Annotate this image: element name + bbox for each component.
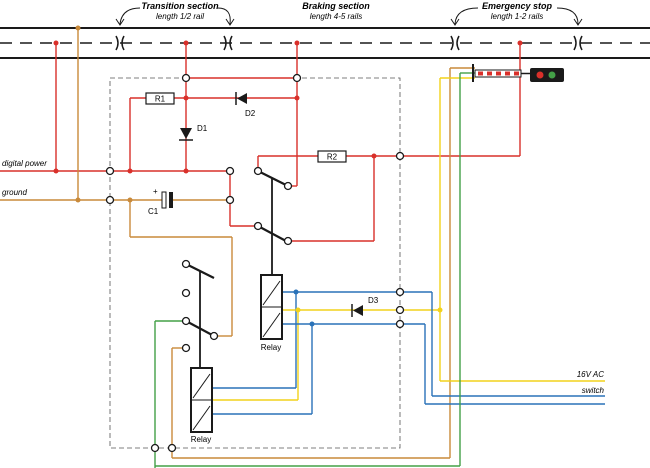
rail-joint-2 [223,35,233,51]
rail-joint-3 [450,35,460,51]
braking-section-sub: length 4-5 rails [310,12,362,21]
transition-left-arrow [119,7,141,25]
ground-label: ground [2,188,27,197]
resistor-r1 [145,92,175,105]
terminals [105,73,405,453]
diode-d2-label: D2 [245,109,256,118]
emergency-right-arrow [556,7,579,25]
capacitor-c1 [161,191,173,209]
track-rails [0,27,650,59]
relay-upper [260,274,283,340]
diode-d2 [235,92,247,105]
ground-wires [0,28,475,459]
resistor-r2 [317,150,347,163]
diode-d1 [179,128,193,141]
capacitor-c1-label: C1 [148,207,159,216]
relay-contacts [185,170,287,368]
ac-output-label: 16V AC [577,370,604,379]
braking-section-title: Braking section [302,1,370,11]
transition-right-arrow [217,7,231,25]
relay-lower-label: Relay [191,435,211,444]
capacitor-c1-polarity: + [153,187,158,196]
junction-dots [53,25,523,327]
emergency-left-arrow [454,7,479,25]
relay-upper-label: Relay [261,343,281,352]
resistor-r2-label: R2 [327,153,338,162]
diode-d3-label: D3 [368,296,379,305]
rail-joint-4 [573,35,583,51]
switch-wires [212,291,605,415]
module-boundary [109,77,401,449]
diode-d3 [351,304,363,317]
rail-joint-1 [115,35,125,51]
signal-green-wire [154,72,475,468]
transition-section-sub: length 1/2 rail [156,12,204,21]
signal-barrier [472,64,522,82]
switch-output-label: switch [582,386,605,395]
emergency-section-sub: length 1-2 rails [491,12,543,21]
resistor-r1-label: R1 [155,95,166,104]
relay-lower [190,367,213,433]
signal-light [521,68,564,82]
section-annotations [115,7,583,26]
diode-d1-label: D1 [197,124,208,133]
emergency-section-title: Emergency stop [482,1,553,11]
transition-section-title: Transition section [141,1,219,11]
digital-power-label: digital power [2,159,47,168]
